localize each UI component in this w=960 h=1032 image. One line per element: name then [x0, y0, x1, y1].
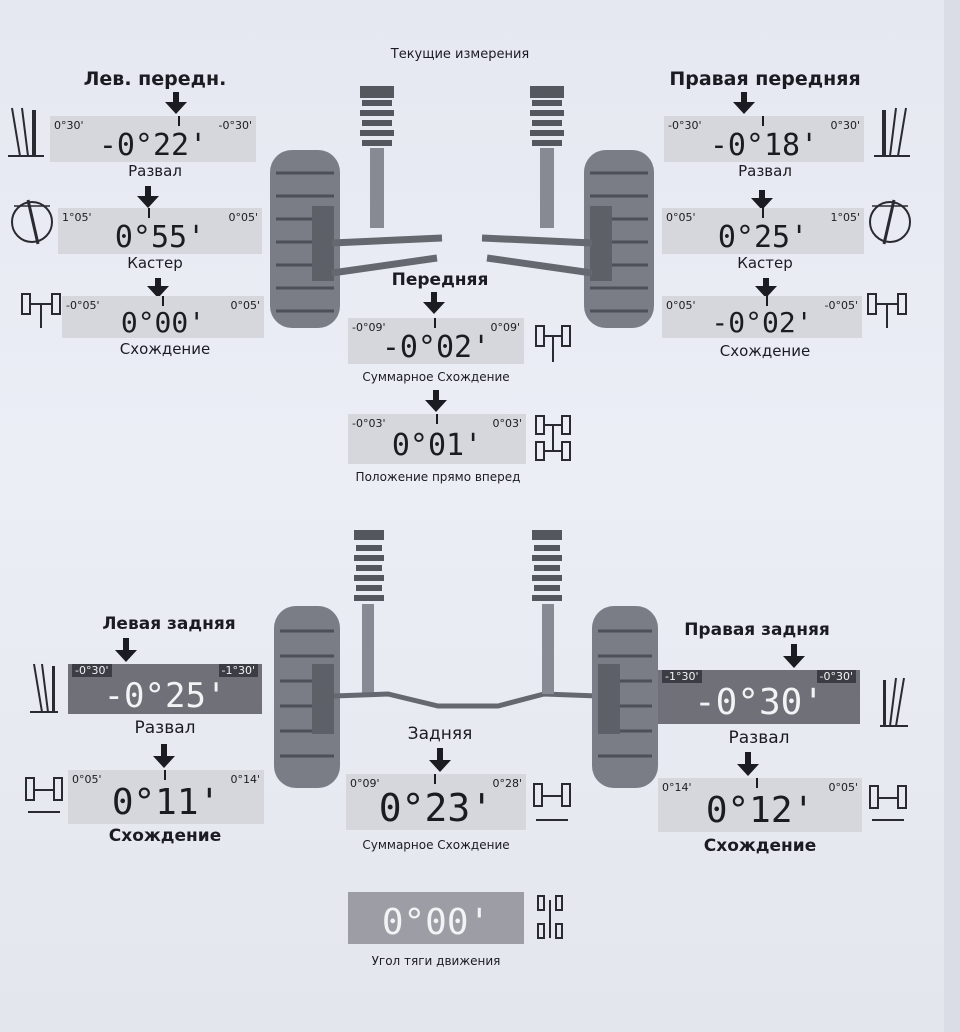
front-total-toe-label: Суммарное Схождение: [362, 370, 510, 384]
range-max: -0°30': [816, 670, 856, 683]
front-axle-title: Передняя: [391, 270, 489, 290]
range-max: 0°05': [230, 299, 260, 312]
rear-right-camber-box: -1°30' -0°30' -0°30': [658, 670, 860, 724]
rear-left-camber-label: Развал: [134, 718, 196, 738]
rear-right-toe-box: 0°14' 0°05' 0°12': [658, 778, 862, 832]
front-right-caster-box: 0°05' 1°05' 0°25': [662, 208, 864, 254]
straight-ahead-value: 0°01': [391, 428, 483, 463]
range-max: 0°05': [828, 781, 858, 794]
rear-left-camber-value: -0°25': [103, 676, 227, 714]
range-max: 0°14': [230, 773, 260, 786]
range-min: 0°14': [662, 781, 692, 794]
front-total-toe-box: -0°09' 0°09' -0°02': [348, 318, 524, 364]
caster-diagram-icon: [11, 199, 53, 245]
caster-diagram-icon: [869, 199, 911, 245]
front-right-caster-value: 0°25': [717, 220, 809, 254]
front-right-caster-label: Кастер: [737, 254, 793, 272]
rear-left-camber-box: -0°30' -1°30' -0°25': [68, 664, 262, 714]
front-left-camber-box: 0°30' -0°30' -0°22': [50, 116, 256, 162]
range-max: -0°30': [218, 119, 253, 132]
toe-diagram-icon: [21, 293, 61, 328]
rear-right-toe-value: 0°12': [705, 790, 815, 831]
range-min: 0°05': [666, 211, 696, 224]
front-left-camber-label: Развал: [128, 162, 182, 180]
rear-axle-title: Задняя: [407, 724, 473, 744]
range-max: 0°09': [490, 321, 520, 334]
range-min: 0°30': [54, 119, 84, 132]
rear-left-toe-label: Схождение: [108, 826, 222, 846]
range-max: 0°28': [492, 777, 522, 790]
camber-diagram-icon: [8, 107, 44, 157]
range-max: 0°05': [228, 211, 258, 224]
range-min: 0°05': [72, 773, 102, 786]
front-left-toe-value: 0°00': [120, 306, 206, 338]
straight-ahead-diagram-icon: [535, 415, 571, 461]
range-min: -0°03': [352, 417, 386, 430]
range-min: -0°30': [668, 119, 702, 132]
range-min: -0°09': [352, 321, 386, 334]
front-left-caster-value: 0°55': [114, 220, 206, 254]
camber-diagram-icon: [874, 107, 910, 157]
front-right-toe-box: 0°05' -0°05' -0°02': [662, 296, 862, 338]
range-max: -1°30': [218, 664, 258, 677]
rear-right-title: Правая задняя: [684, 620, 830, 640]
front-left-caster-label: Кастер: [127, 254, 183, 272]
range-min: 0°09': [350, 777, 380, 790]
front-left-toe-label: Схождение: [119, 340, 211, 358]
range-max: -0°05': [824, 299, 859, 312]
straight-ahead-box: -0°03' 0°03' 0°01': [348, 414, 526, 464]
rear-right-camber-value: -0°30': [693, 682, 825, 723]
page-title: Текущие измерения: [390, 47, 530, 62]
thrust-angle-box: 0°00': [348, 892, 524, 944]
front-left-caster-box: 1°05' 0°05' 0°55': [58, 208, 262, 254]
straight-ahead-label: Положение прямо вперед: [355, 470, 521, 484]
rear-left-toe-box: 0°05' 0°14' 0°11': [68, 770, 264, 824]
front-suspension-illustration: [270, 86, 654, 328]
thrust-angle-diagram-icon: [537, 895, 563, 939]
front-left-title: Лев. передн.: [83, 68, 227, 90]
toe-diagram-icon: [869, 785, 907, 821]
range-max: 0°30': [830, 119, 860, 132]
front-total-toe-value: -0°02': [381, 330, 491, 364]
rear-right-toe-label: Схождение: [703, 836, 817, 856]
front-right-camber-label: Развал: [738, 162, 792, 180]
range-max: 0°03': [492, 417, 522, 430]
paper-edge: [944, 0, 960, 1032]
front-left-camber-value: -0°22': [98, 128, 208, 162]
total-toe-diagram-icon: [533, 783, 571, 821]
rear-left-title: Левая задняя: [102, 614, 236, 634]
toe-diagram-icon: [867, 293, 907, 328]
front-right-camber-value: -0°18': [709, 128, 819, 162]
rear-right-camber-label: Развал: [728, 728, 790, 748]
front-right-title: Правая передняя: [669, 68, 861, 90]
rear-suspension-illustration: [274, 530, 658, 788]
rear-left-toe-value: 0°11': [111, 782, 221, 823]
range-min: 1°05': [62, 211, 92, 224]
toe-diagram-icon: [25, 777, 63, 813]
range-min: -0°05': [66, 299, 100, 312]
rear-total-toe-value: 0°23': [378, 786, 494, 830]
camber-diagram-icon: [880, 677, 908, 727]
rear-total-toe-label: Суммарное Схождение: [362, 838, 510, 852]
thrust-angle-value: 0°00': [381, 902, 491, 943]
total-toe-diagram-icon: [535, 325, 571, 362]
thrust-angle-label: Угол тяги движения: [371, 954, 501, 968]
rear-total-toe-box: 0°09' 0°28' 0°23': [346, 774, 526, 830]
front-right-toe-label: Схождение: [719, 342, 811, 360]
range-max: 1°05': [830, 211, 860, 224]
range-min: 0°05': [666, 299, 696, 312]
front-left-toe-box: -0°05' 0°05' 0°00': [62, 296, 264, 338]
camber-diagram-icon: [30, 663, 58, 713]
front-right-toe-value: -0°02': [711, 306, 813, 338]
range-min: -0°30': [72, 664, 112, 677]
range-min: -1°30': [662, 670, 702, 683]
front-right-camber-box: -0°30' 0°30' -0°18': [664, 116, 864, 162]
